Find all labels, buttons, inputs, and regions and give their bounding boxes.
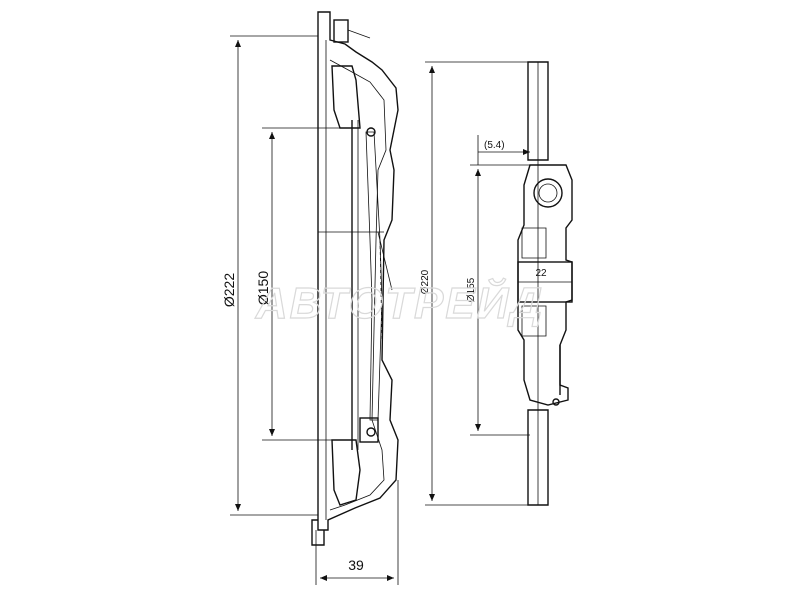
watermark-text: АВТОТРЕЙД [255, 277, 544, 328]
dim-depth-label: 39 [348, 557, 364, 573]
dim-outer-diameter: Ø222 [221, 35, 318, 516]
damper-spring-inner-icon [538, 183, 558, 203]
friction-lining-bottom [527, 409, 549, 506]
friction-lining-top [527, 61, 549, 161]
cover-outer-profile [317, 11, 399, 531]
rivet-top [333, 19, 349, 43]
hub-splines-label: 22 [535, 268, 547, 279]
pivot-bottom-icon [366, 427, 376, 437]
pivot-top-icon [366, 127, 376, 137]
dim-hub-offset: (5.4) [477, 135, 530, 165]
dim-hub-offset-label: (5.4) [484, 140, 505, 151]
pressure-ring-bottom [331, 439, 361, 506]
hub-hatch-bottom [521, 305, 547, 337]
dim-depth: 39 [315, 480, 399, 585]
dim-inner-diameter: Ø150 [255, 127, 352, 441]
spring-dash-line [379, 239, 383, 341]
dim-disc-outer: Ø220 [420, 61, 528, 506]
damper-spring-icon [533, 178, 563, 208]
clutch-disc-section: Ø220 Ø155 (5.4) 22 [420, 61, 573, 506]
diaphragm-spring [365, 131, 383, 421]
dim-disc-inner: Ø155 [466, 164, 530, 436]
mount-flange [311, 519, 325, 546]
pressure-plate-section: Ø222 Ø150 39 [221, 11, 399, 585]
rivet-top-lead [347, 29, 371, 39]
dim-inner-diameter-label: Ø150 [255, 271, 271, 305]
spring-retainer [359, 417, 379, 443]
pressure-ring-top [331, 65, 361, 129]
hub-hatch-top [521, 227, 547, 259]
dim-outer-diameter-label: Ø222 [221, 273, 237, 307]
dim-disc-inner-label: Ø155 [466, 277, 477, 302]
dim-disc-outer-label: Ø220 [420, 269, 431, 294]
rivet-bottom-icon [552, 398, 560, 406]
